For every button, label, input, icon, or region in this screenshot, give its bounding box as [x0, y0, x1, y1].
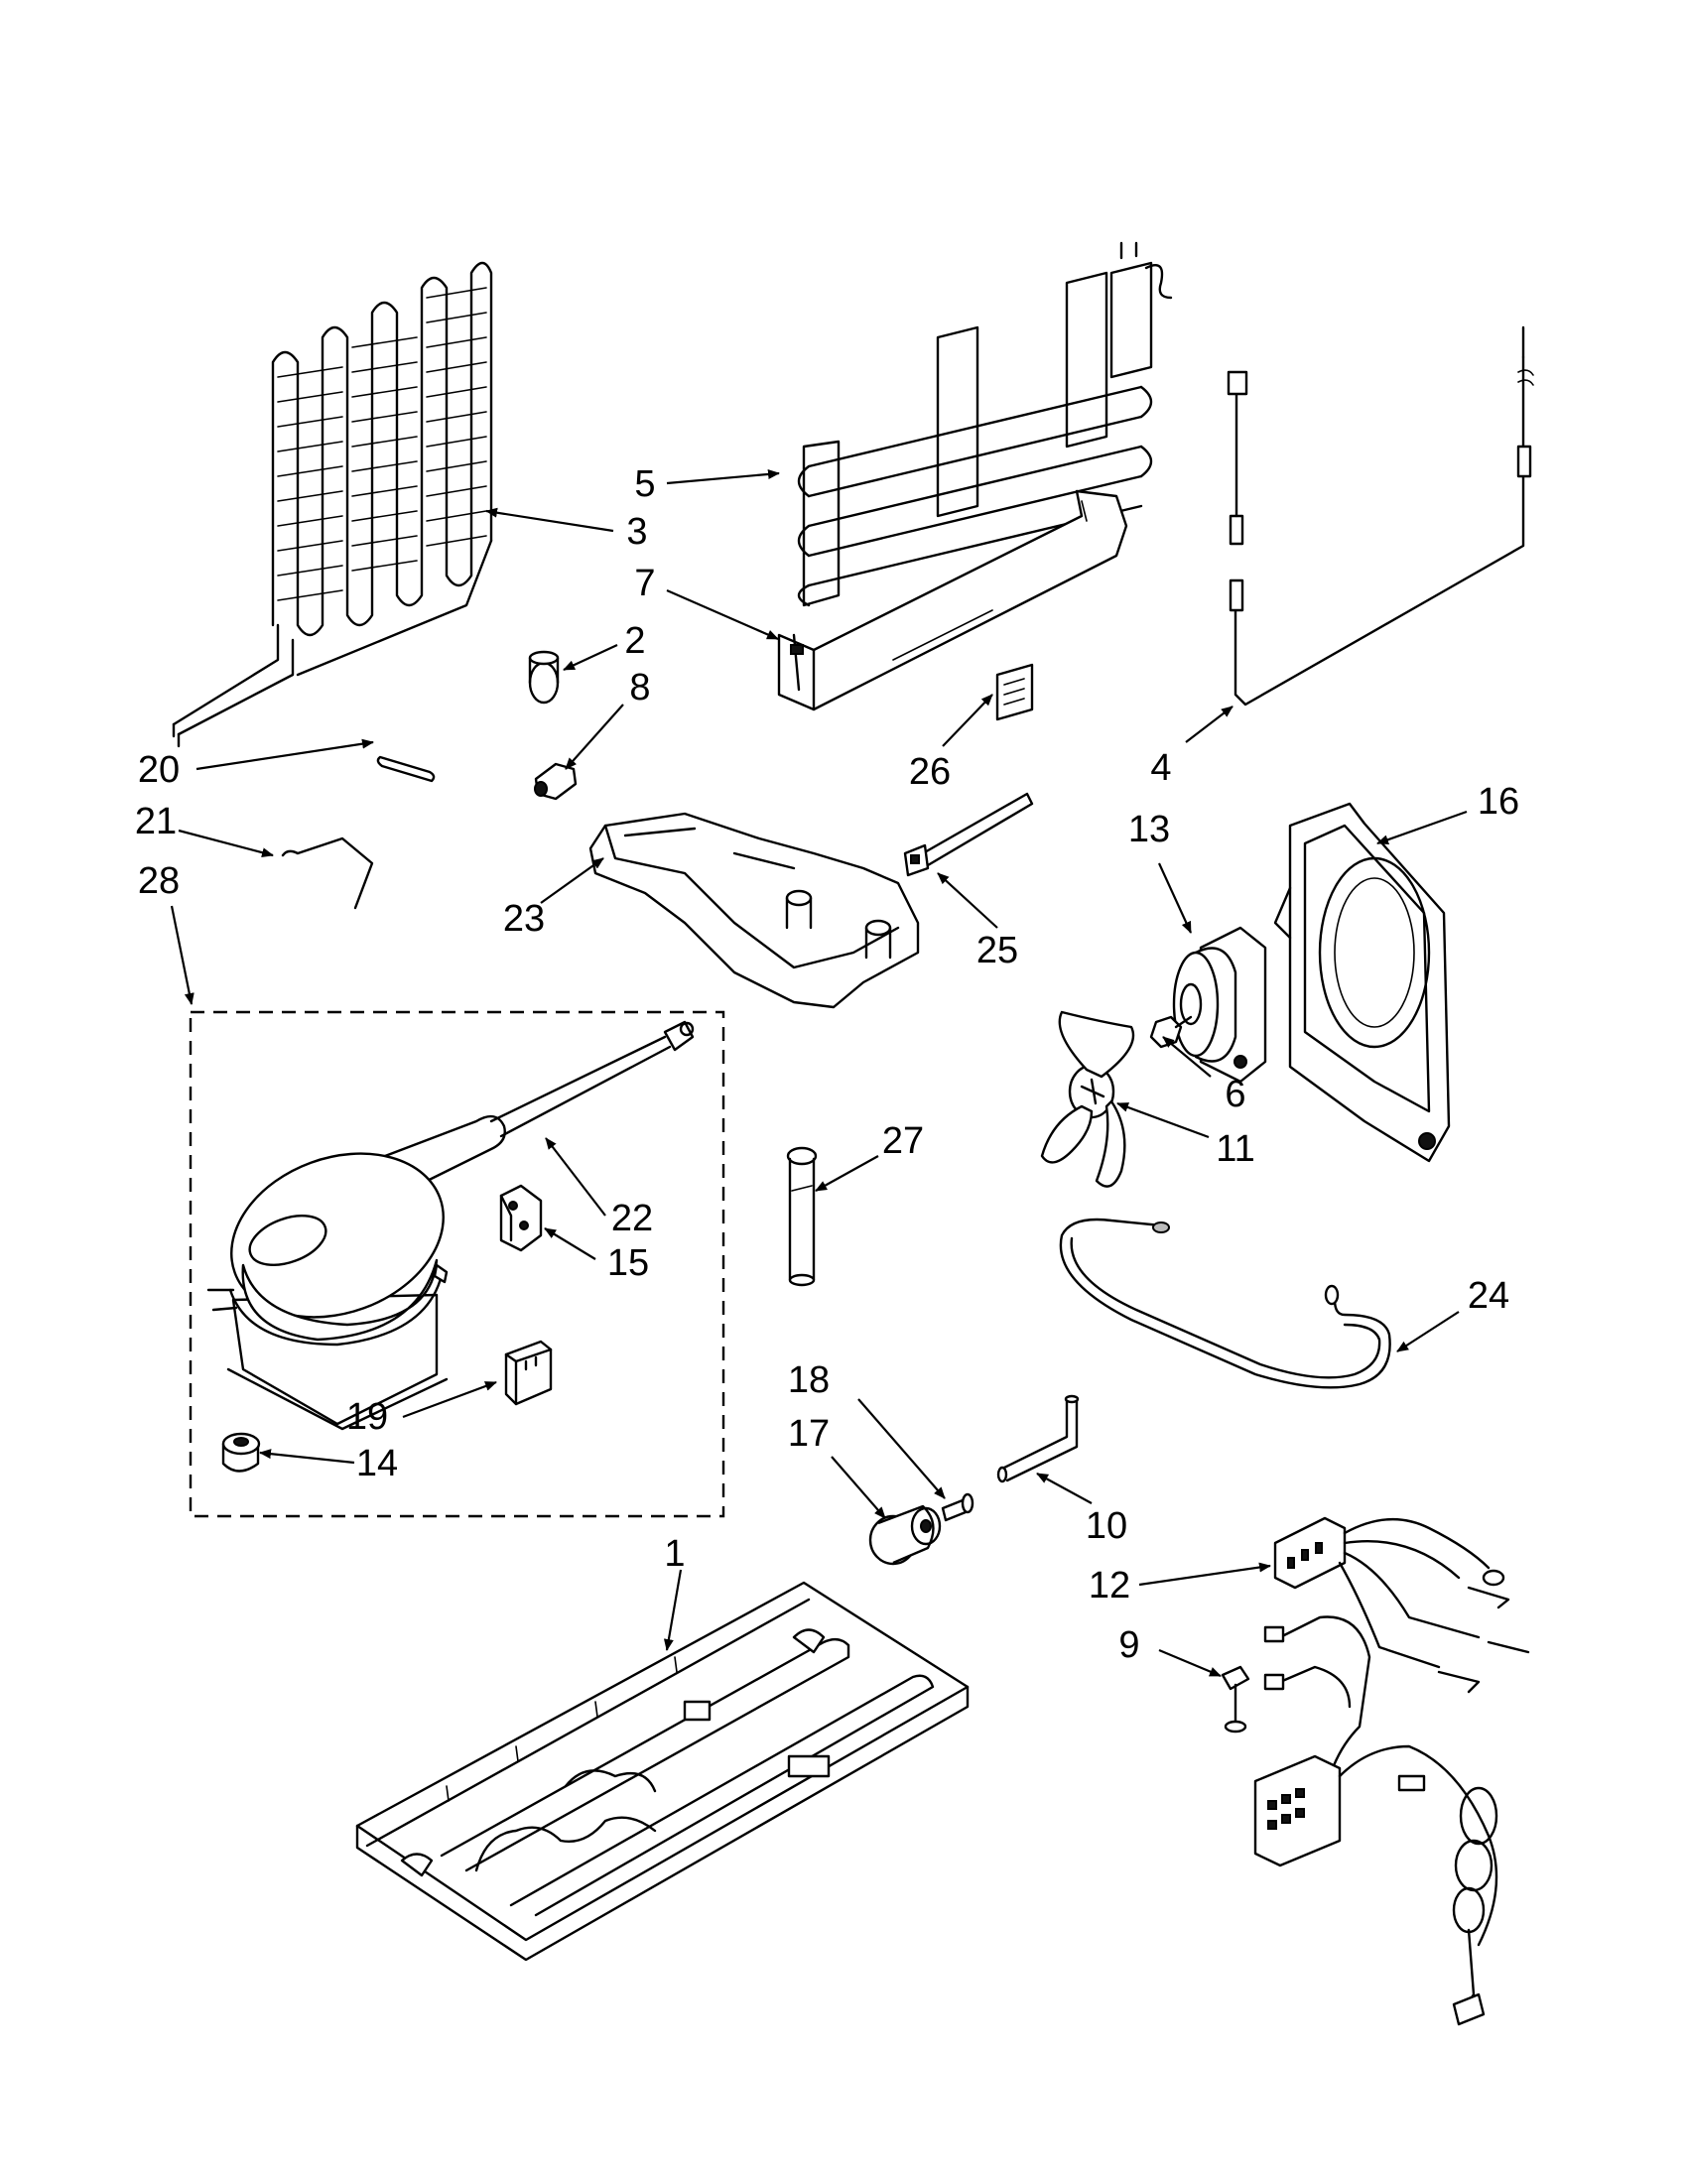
callout-26: 26: [909, 751, 951, 793]
clip: [995, 663, 1034, 721]
roller: [868, 1504, 942, 1566]
callout-3: 3: [626, 511, 647, 553]
callout-13: 13: [1128, 809, 1170, 850]
drain-pan: [588, 812, 920, 1009]
callout-12: 12: [1089, 1565, 1130, 1606]
callout-28: 28: [138, 860, 180, 902]
bracket: [376, 755, 436, 783]
callout-1: 1: [664, 1533, 685, 1575]
wire-clip: [281, 836, 374, 910]
callout-21: 21: [135, 801, 177, 842]
callout-14: 14: [356, 1443, 398, 1484]
base-plate: [355, 1581, 970, 1962]
tubing: [1059, 1218, 1391, 1389]
callout-18: 18: [788, 1359, 830, 1401]
callout-15: 15: [607, 1242, 649, 1284]
callout-labels: 1 2 3 4 5 6 7 8 9 10 11 12 13 14 15 16 1…: [135, 463, 1519, 1666]
callout-22: 22: [611, 1198, 653, 1239]
screw: [941, 1492, 974, 1522]
fan-blade: [1040, 1010, 1135, 1188]
callout-6: 6: [1225, 1074, 1245, 1115]
callout-7: 7: [634, 563, 655, 604]
callout-17: 17: [788, 1413, 830, 1455]
grommet: [221, 1432, 261, 1473]
cable-tie: [903, 792, 1034, 877]
callout-24: 24: [1468, 1275, 1509, 1317]
callout-9: 9: [1118, 1624, 1139, 1666]
capacitor: [528, 650, 560, 705]
evaporator: [797, 241, 1173, 607]
overload-protector: [499, 1184, 543, 1252]
relay: [504, 1340, 553, 1406]
compressor-assembly-boundary: [189, 1010, 725, 1518]
ground-screw: [1221, 1665, 1250, 1734]
tube: [996, 1394, 1080, 1483]
wire-harness: [1253, 1516, 1530, 2026]
callout-23: 23: [503, 898, 545, 940]
callout-10: 10: [1086, 1505, 1127, 1547]
connector: [534, 762, 578, 801]
condenser-coil: [172, 261, 493, 748]
callout-8: 8: [629, 667, 650, 708]
callout-11: 11: [1216, 1128, 1254, 1170]
evaporator-cover: [777, 489, 1128, 711]
leader-lines: [170, 468, 1468, 1678]
callout-19: 19: [346, 1396, 388, 1438]
callout-4: 4: [1150, 747, 1171, 789]
callout-2: 2: [624, 620, 645, 662]
drain-tube: [786, 1146, 818, 1287]
callout-16: 16: [1478, 781, 1519, 823]
callout-25: 25: [976, 930, 1018, 971]
compressor: [206, 1152, 449, 1431]
fan-shroud: [1273, 802, 1451, 1163]
callout-20: 20: [138, 749, 180, 791]
callout-5: 5: [634, 463, 655, 505]
fan-motor: [1172, 926, 1267, 1084]
callout-27: 27: [882, 1120, 924, 1162]
thermistor: [1227, 325, 1534, 707]
